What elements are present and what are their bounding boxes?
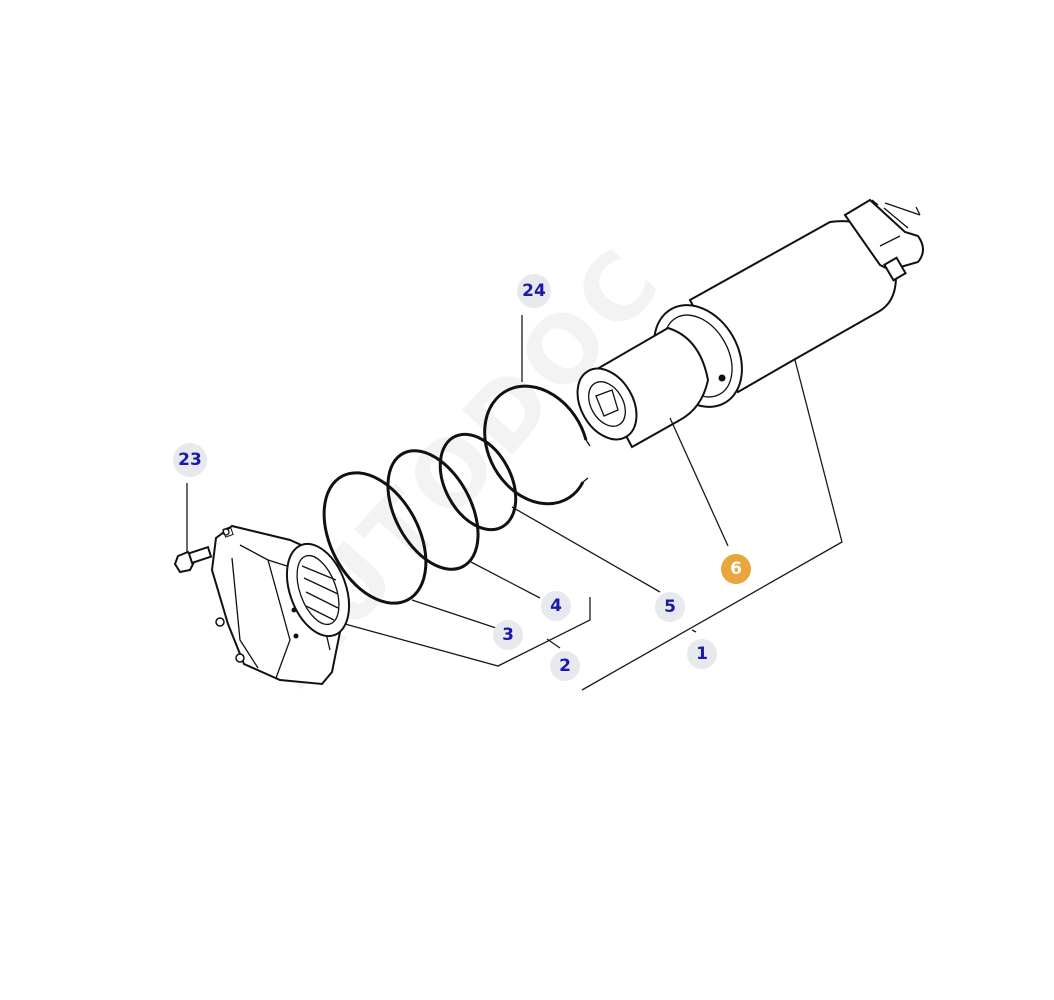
callout-label: 24: [522, 281, 546, 301]
end-cover[interactable]: [210, 524, 361, 686]
callout-label: 4: [550, 596, 562, 616]
callout-5[interactable]: 5: [655, 592, 685, 622]
callout-1[interactable]: 1: [687, 639, 717, 669]
callout-2[interactable]: 2: [550, 651, 580, 681]
callout-label: 2: [559, 656, 571, 676]
callout-23[interactable]: 23: [173, 443, 207, 477]
callout-3[interactable]: 3: [493, 620, 523, 650]
callout-label: 3: [502, 625, 514, 645]
callout-label: 5: [664, 597, 676, 617]
cylinder-assembly[interactable]: [565, 198, 924, 450]
callout-label: 23: [178, 450, 202, 470]
o-ring-4[interactable]: [369, 436, 496, 585]
o-ring-5[interactable]: [425, 421, 531, 542]
o-ring-3[interactable]: [303, 456, 446, 621]
callout-label: 6: [730, 559, 742, 579]
callout-6[interactable]: 6: [721, 554, 751, 584]
snap-ring[interactable]: [483, 384, 591, 506]
callout-4[interactable]: 4: [541, 591, 571, 621]
bolt[interactable]: [173, 545, 213, 574]
callout-label: 1: [696, 644, 708, 664]
leader-lines: [186, 315, 843, 691]
callout-24[interactable]: 24: [517, 274, 551, 308]
